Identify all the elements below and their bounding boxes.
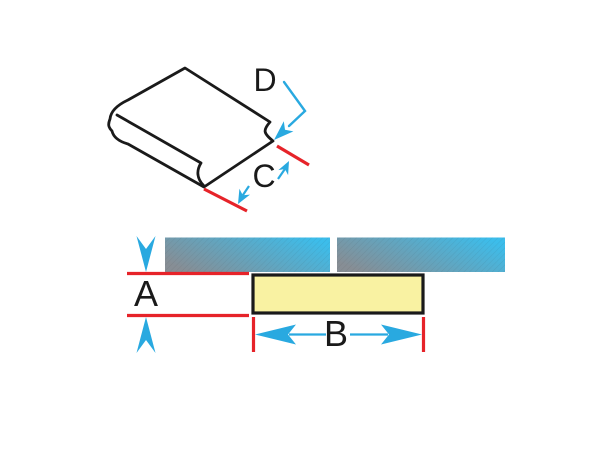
c-lower-arrow-shaft [241,185,250,196]
c-upper-arrow-shaft [277,168,286,180]
c-lower-arrow-icon [238,188,250,204]
b-right-arrow-icon [381,324,422,345]
b-left-arrow-icon [255,324,296,345]
a-bottom-arrow-icon [136,317,156,353]
field-tile-right [337,237,505,272]
d-leader-line [282,80,307,128]
iso-tile-outline [107,66,275,189]
dimension-label-c: C [252,158,275,194]
d-arrowhead-icon [274,121,294,140]
dimension-label-a: A [134,273,158,314]
dimension-label-d: D [253,62,276,98]
dimension-label-b: B [324,313,348,354]
c-extension-line-upper [276,144,310,167]
a-top-arrow-icon [136,236,156,272]
field-tile-left [165,237,330,272]
trim-piece-cross-section [251,273,425,315]
c-extension-line-lower [203,187,248,213]
cross-section-view: A B [127,236,505,354]
c-upper-arrow-icon [278,161,289,176]
iso-tile-bullnose-edge-line [115,113,206,188]
isometric-tile-view: D C [107,62,310,213]
